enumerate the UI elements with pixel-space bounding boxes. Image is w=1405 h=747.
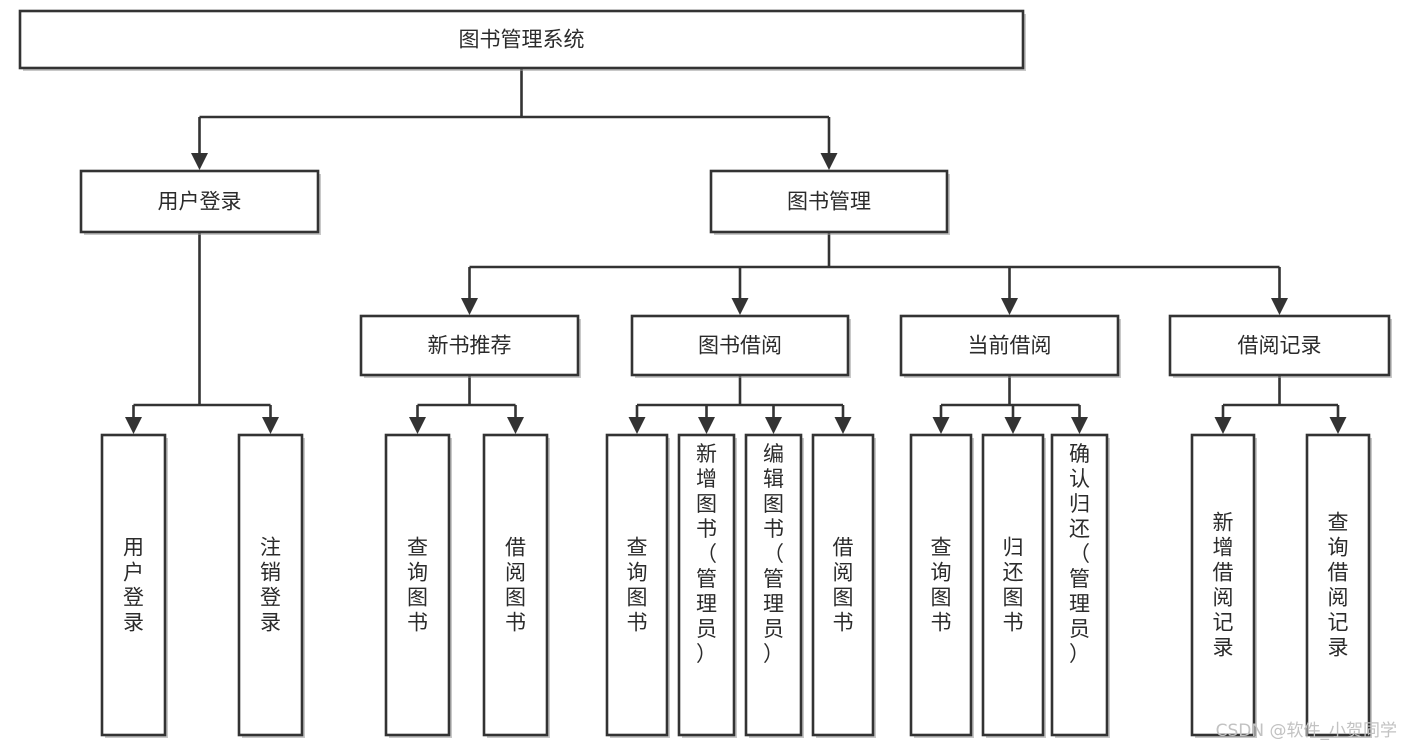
- node-leaf-return-book[interactable]: 归还图书: [981, 433, 1046, 738]
- node-label: 用户登录: [158, 190, 242, 214]
- node-label: 图书管理系统: [459, 28, 585, 52]
- watermark-text: CSDN @软件_小贺同学: [1215, 721, 1397, 741]
- node-label: 图书借阅: [698, 334, 782, 358]
- arrow-head-icon: [731, 298, 749, 315]
- node-label: 查询图书: [931, 536, 952, 635]
- node-label: 新增借阅记录: [1213, 511, 1234, 660]
- node-leaf-add-borrow-record[interactable]: 新增借阅记录: [1190, 433, 1257, 738]
- arrow-head-icon: [191, 153, 208, 170]
- node-label: 归还图书: [1003, 536, 1024, 635]
- arrow-head-icon: [1001, 298, 1018, 315]
- node-book-borrow[interactable]: 图书借阅: [630, 314, 851, 378]
- node-label: 借阅图书: [833, 536, 854, 635]
- node-label: 借阅记录: [1238, 334, 1322, 358]
- connector-layer: [125, 68, 1347, 434]
- arrow-head-icon: [1214, 417, 1232, 434]
- node-leaf-query-book-1[interactable]: 查询图书: [384, 433, 452, 738]
- arrow-head-icon: [765, 417, 782, 434]
- node-label: 查询图书: [407, 536, 428, 635]
- arrow-head-icon: [1271, 298, 1288, 315]
- node-leaf-borrow-book-2[interactable]: 借阅图书: [811, 433, 876, 738]
- arrow-head-icon: [507, 417, 524, 434]
- node-user-login[interactable]: 用户登录: [79, 169, 321, 235]
- node-label: 当前借阅: [968, 334, 1052, 358]
- node-leaf-user-login[interactable]: 用户登录: [100, 433, 168, 738]
- node-leaf-borrow-book-1[interactable]: 借阅图书: [482, 433, 550, 738]
- node-leaf-query-book-2[interactable]: 查询图书: [605, 433, 670, 738]
- node-label: 图书管理: [787, 190, 871, 214]
- node-label: 用户登录: [123, 536, 144, 635]
- arrow-head-icon: [1329, 417, 1347, 434]
- arrow-head-icon: [628, 417, 646, 434]
- node-leaf-query-book-3[interactable]: 查询图书: [909, 433, 974, 738]
- arrow-head-icon: [262, 417, 279, 434]
- arrow-head-icon: [834, 417, 852, 434]
- node-new-book-recommend[interactable]: 新书推荐: [359, 314, 581, 378]
- node-label: 查询借阅记录: [1328, 511, 1349, 660]
- node-leaf-confirm-return-admin[interactable]: 确认归还（管理员）: [1050, 433, 1110, 738]
- node-leaf-query-borrow-record[interactable]: 查询借阅记录: [1305, 433, 1372, 738]
- arrow-head-icon: [698, 417, 715, 434]
- arrow-head-icon: [125, 417, 142, 434]
- node-root[interactable]: 图书管理系统: [18, 9, 1026, 71]
- node-leaf-logout[interactable]: 注销登录: [237, 433, 305, 738]
- arrow-head-icon: [820, 153, 838, 170]
- node-label: 借阅图书: [505, 536, 526, 635]
- node-label: 新增图书（管理员）: [696, 442, 717, 666]
- node-leaf-add-book-admin[interactable]: 新增图书（管理员）: [677, 433, 737, 738]
- node-book-manage[interactable]: 图书管理: [709, 169, 950, 235]
- arrow-head-icon: [1071, 417, 1088, 434]
- node-label: 确认归还（管理员）: [1069, 442, 1090, 666]
- node-label: 注销登录: [260, 536, 281, 635]
- node-layer: 图书管理系统用户登录图书管理新书推荐图书借阅当前借阅借阅记录用户登录注销登录查询…: [18, 9, 1392, 738]
- arrow-head-icon: [461, 298, 478, 315]
- arrow-head-icon: [932, 417, 950, 434]
- node-borrow-record[interactable]: 借阅记录: [1168, 314, 1392, 378]
- node-label: 新书推荐: [428, 334, 512, 358]
- node-label: 查询图书: [627, 536, 648, 635]
- node-label: 编辑图书（管理员）: [763, 442, 784, 666]
- arrow-head-icon: [1004, 417, 1022, 434]
- node-leaf-edit-book-admin[interactable]: 编辑图书（管理员）: [744, 433, 804, 738]
- node-current-borrow[interactable]: 当前借阅: [899, 314, 1121, 378]
- arrow-head-icon: [409, 417, 426, 434]
